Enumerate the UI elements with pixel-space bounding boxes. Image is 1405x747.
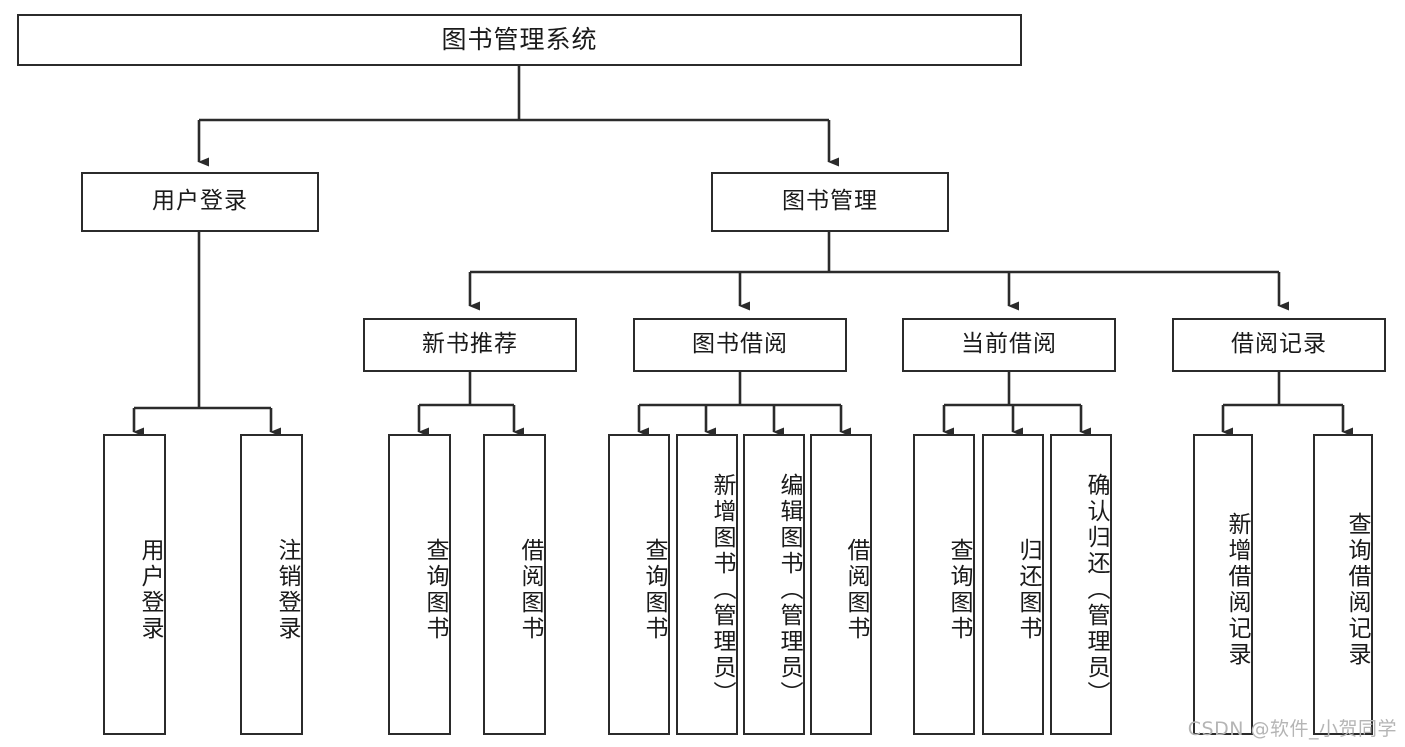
node-borrow-record[interactable]: 借阅记录 <box>1172 318 1386 372</box>
node-label: 图书借阅 <box>692 331 788 358</box>
node-label: 新书推荐 <box>422 331 518 358</box>
node-label: 查询图书 <box>641 537 667 642</box>
node-label: 图书管理系统 <box>441 25 598 54</box>
node-label: 用户登录 <box>137 537 163 642</box>
node-label: 用户登录 <box>152 188 248 215</box>
leaf-query-book-3[interactable]: 查询图书 <box>913 434 975 735</box>
node-root-book-management-system[interactable]: 图书管理系统 <box>17 14 1022 66</box>
leaf-edit-book[interactable]: 编辑图书（管理员） <box>743 434 805 735</box>
node-label: 查询图书 <box>946 537 972 642</box>
node-user-login[interactable]: 用户登录 <box>81 172 319 232</box>
leaf-return-book[interactable]: 归还图书 <box>982 434 1044 735</box>
leaf-add-record[interactable]: 新增借阅记录 <box>1193 434 1253 735</box>
leaf-confirm-return[interactable]: 确认归还（管理员） <box>1050 434 1112 735</box>
node-book-manage[interactable]: 图书管理 <box>711 172 949 232</box>
node-label: 图书管理 <box>782 188 878 215</box>
leaf-query-book-1[interactable]: 查询图书 <box>388 434 451 735</box>
node-label: 借阅记录 <box>1231 331 1327 358</box>
node-label: 借阅图书 <box>843 537 869 642</box>
node-label: 当前借阅 <box>961 331 1057 358</box>
csdn-watermark: CSDN @软件_小贺同学 <box>1187 718 1397 740</box>
node-label: 查询图书 <box>422 537 448 642</box>
leaf-borrow-book-2[interactable]: 借阅图书 <box>810 434 872 735</box>
node-book-borrow[interactable]: 图书借阅 <box>633 318 847 372</box>
leaf-user-login[interactable]: 用户登录 <box>103 434 166 735</box>
node-label: 注销登录 <box>274 537 300 642</box>
leaf-logout[interactable]: 注销登录 <box>240 434 303 735</box>
node-label: 借阅图书 <box>517 537 543 642</box>
leaf-query-book-2[interactable]: 查询图书 <box>608 434 670 735</box>
node-label: 编辑图书（管理员） <box>776 472 802 707</box>
node-label: 确认归还（管理员） <box>1083 472 1109 707</box>
node-new-book-recommend[interactable]: 新书推荐 <box>363 318 577 372</box>
node-label: 新增图书（管理员） <box>709 472 735 707</box>
node-label: 归还图书 <box>1015 537 1041 642</box>
node-label: 查询借阅记录 <box>1344 511 1370 668</box>
leaf-borrow-book-1[interactable]: 借阅图书 <box>483 434 546 735</box>
leaf-query-record[interactable]: 查询借阅记录 <box>1313 434 1373 735</box>
node-current-borrow[interactable]: 当前借阅 <box>902 318 1116 372</box>
leaf-add-book[interactable]: 新增图书（管理员） <box>676 434 738 735</box>
node-label: 新增借阅记录 <box>1224 511 1250 668</box>
